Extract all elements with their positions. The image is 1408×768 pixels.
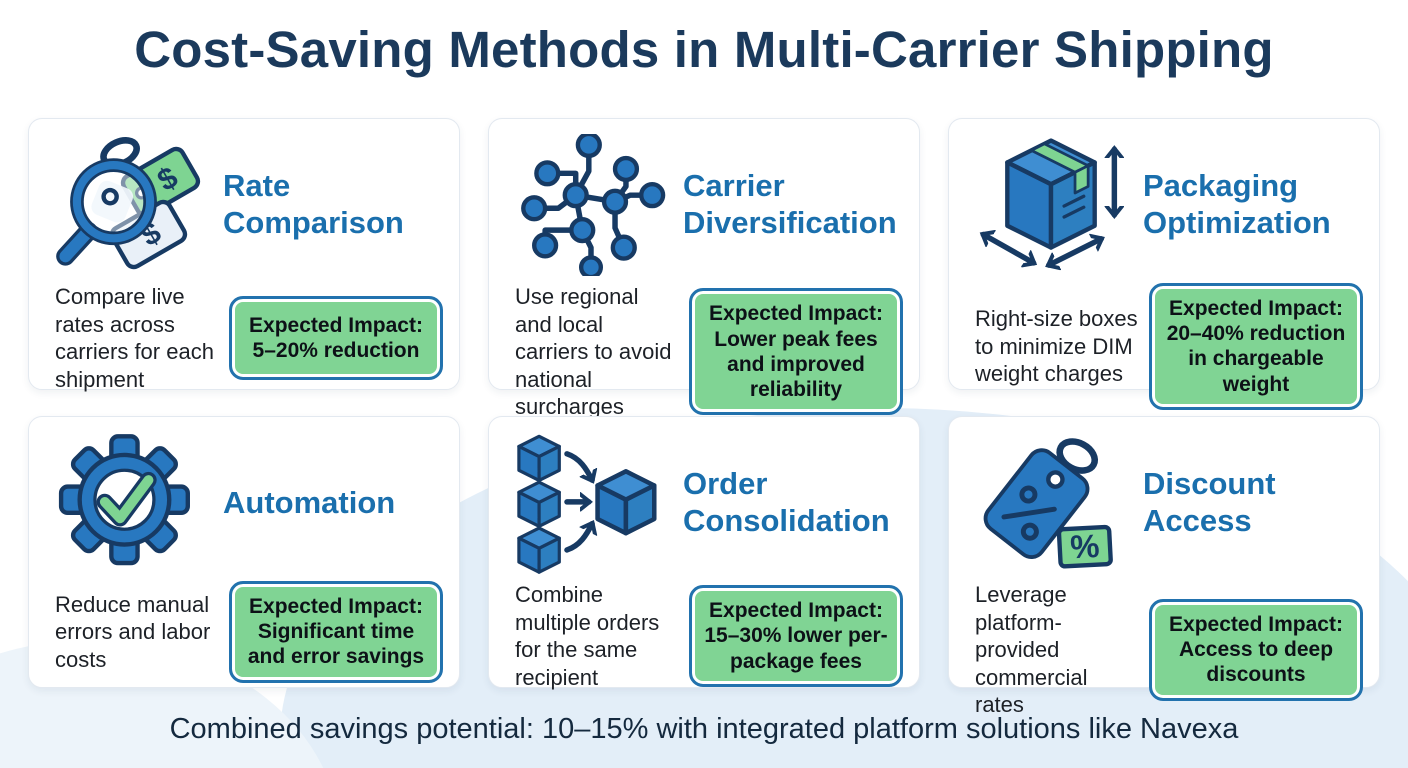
rate-comparison-icon: $ $ <box>45 131 217 279</box>
impact-badge: Expected Impact: 15–30% lower per-packag… <box>689 585 903 687</box>
card-automation: Automation Reduce manual errors and labo… <box>28 416 460 688</box>
discount-access-icon: % <box>965 429 1137 577</box>
card-rate-comparison: $ $ <box>28 118 460 392</box>
impact-badge: Expected Impact: 20–40% reduction in cha… <box>1149 283 1363 410</box>
impact-label: Expected Impact: <box>1169 297 1343 320</box>
packaging-optimization-icon <box>965 131 1137 279</box>
impact-badge: Expected Impact: Significant time and er… <box>229 581 443 683</box>
card-carrier-diversification: Carrier Diversification Use regional and… <box>488 118 920 419</box>
card-order-consolidation: Order Consolidation Combine multiple ord… <box>488 416 920 690</box>
footer: Combined savings potential: 10–15% with … <box>0 690 1408 768</box>
card-description: Use regional and local carriers to avoid… <box>515 284 672 419</box>
card-packaging-optimization: Packaging Optimization Right-size boxes … <box>948 118 1380 410</box>
impact-badge: Expected Impact: Lower peak fees and imp… <box>689 288 903 416</box>
impact-value: 20–40% reduction in chargeable weight <box>1166 322 1346 396</box>
impact-label: Expected Impact: <box>709 302 883 326</box>
impact-value: 5–20% reduction <box>252 339 420 362</box>
order-consolidation-icon <box>505 429 677 577</box>
card-title: Automation <box>223 484 396 520</box>
card-title: Packaging Optimization <box>1143 168 1331 240</box>
carrier-diversification-icon <box>505 131 677 279</box>
card-discount-access: % Discount Access Leverage platform-prov… <box>948 416 1380 717</box>
card-description: Combine multiple orders for the same rec… <box>515 582 660 690</box>
impact-value: Access to deep discounts <box>1178 638 1334 687</box>
impact-badge: Expected Impact: 5–20% reduction <box>229 296 443 380</box>
card-description: Right-size boxes to minimize DIM weight … <box>975 306 1138 387</box>
card-description: Leverage platform-provided commercial ra… <box>975 582 1088 717</box>
card-title: Discount Access <box>1143 466 1276 538</box>
automation-icon <box>45 429 217 577</box>
card-description: Reduce manual errors and labor costs <box>55 591 211 672</box>
impact-label: Expected Impact: <box>709 599 883 623</box>
cards-grid: $ $ <box>28 118 1380 717</box>
svg-text:%: % <box>1069 527 1100 565</box>
card-title: Order Consolidation <box>683 466 890 538</box>
impact-label: Expected Impact: <box>1169 612 1343 636</box>
impact-badge: Expected Impact: Access to deep discount… <box>1149 598 1363 701</box>
card-title: Carrier Diversification <box>683 168 897 240</box>
impact-label: Expected Impact: <box>249 313 423 337</box>
impact-label: Expected Impact: <box>249 595 423 618</box>
footer-text: Combined savings potential: 10–15% with … <box>169 712 1239 745</box>
impact-value: 15–30% lower per-package fees <box>704 624 888 673</box>
card-title: Rate Comparison <box>223 168 404 240</box>
page-title: Cost-Saving Methods in Multi-Carrier Shi… <box>134 21 1274 78</box>
impact-value: Lower peak fees and improved reliability <box>714 327 878 401</box>
impact-value: Significant time and error savings <box>247 620 425 669</box>
card-description: Compare live rates across carriers for e… <box>55 284 214 392</box>
